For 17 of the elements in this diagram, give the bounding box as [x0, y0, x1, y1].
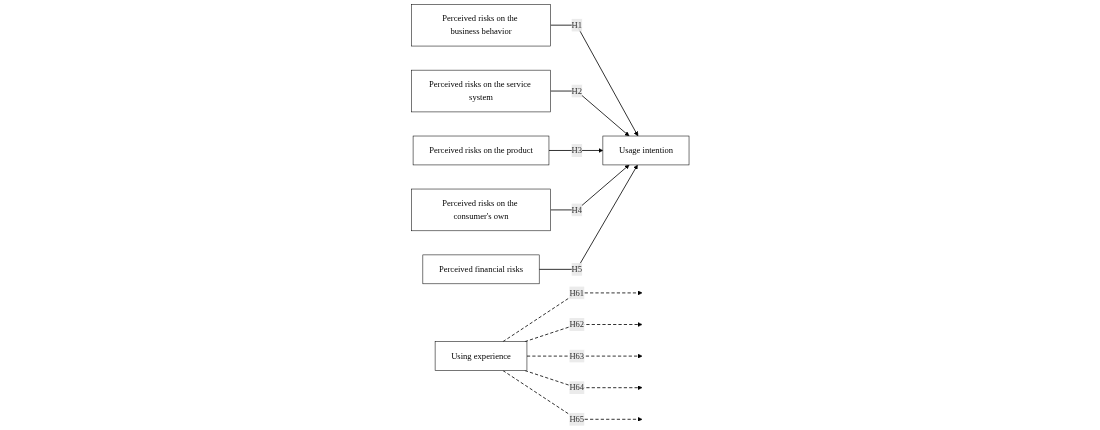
edge-label: H4	[571, 205, 582, 215]
edge-label: H63	[569, 351, 584, 361]
edge-label: H61	[569, 288, 584, 298]
edge-label: H3	[571, 145, 582, 155]
node-box: Perceived risks on the consumer's own	[410, 188, 551, 232]
node-box: Using experience	[434, 341, 527, 371]
edge-label: H5	[571, 264, 582, 274]
node-box: Perceived risks on the service system	[410, 69, 551, 113]
node-box: Perceived risks on the business behavior	[410, 4, 551, 47]
edge-label: H1	[571, 20, 582, 30]
edge-label: H65	[569, 414, 584, 424]
edge-label: H62	[569, 319, 584, 329]
node-box: Perceived risks on the product	[412, 135, 549, 166]
node-box: Usage intention	[602, 135, 690, 166]
node-box: Perceived financial risks	[422, 254, 540, 285]
edge-label: H64	[569, 382, 584, 392]
edge-label: H2	[571, 86, 582, 96]
